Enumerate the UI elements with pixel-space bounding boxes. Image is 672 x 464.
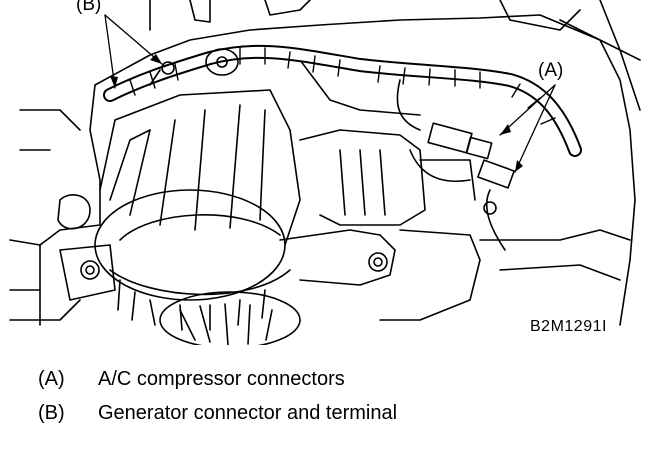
legend-text: A/C compressor connectors: [98, 368, 345, 390]
figure-code: B2M1291I: [530, 318, 607, 335]
generator-terminal: [149, 48, 239, 86]
callout-a-label: (A): [536, 60, 566, 82]
engine-illustration: [9, 0, 641, 345]
ac-compressor-connectors: [396, 79, 515, 251]
leader-line-a-2: [514, 84, 556, 173]
legend-key: (A): [38, 368, 65, 390]
leader-line-b-1: [104, 14, 163, 65]
wiring-harness: [103, 44, 582, 157]
engine-frame: [39, 14, 636, 326]
leader-line-b-2: [104, 14, 116, 89]
generator-body: [59, 89, 396, 331]
legend-key: (B): [38, 402, 65, 424]
callout-b-label: (B): [74, 0, 104, 16]
pulley: [159, 291, 301, 345]
legend-item-a: (A) A/C compressor connectors: [38, 368, 658, 402]
legend-text: Generator connector and terminal: [98, 402, 398, 424]
leader-line-a-1: [499, 84, 556, 136]
legend-item-b: (B) Generator connector and terminal: [38, 402, 658, 436]
legend: (A) A/C compressor connectors (B) Genera…: [38, 368, 658, 436]
